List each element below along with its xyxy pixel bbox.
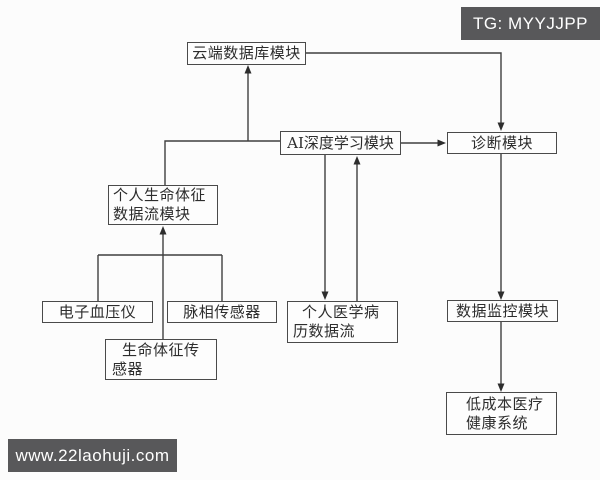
edge-stream-to-ai xyxy=(164,140,280,185)
arrowhead-into-stream xyxy=(159,226,167,235)
node-pulse-sensor: 脉相传感器 xyxy=(167,301,277,323)
node-label: 数据监控模块 xyxy=(455,301,549,320)
node-label: 个人医学病 历数据流 xyxy=(293,303,380,340)
telegram-watermark-text: TG: MYYJJPP xyxy=(472,13,589,33)
node-label: 生命体征传 感器 xyxy=(112,340,200,378)
node-label: AI深度学习模块 xyxy=(287,133,394,152)
arrowhead-into-diagnosis-left xyxy=(437,139,446,147)
node-bp-monitor: 电子血压仪 xyxy=(42,301,153,323)
node-label: 脉相传感器 xyxy=(183,302,261,321)
node-cloud-database: 云端数据库模块 xyxy=(187,42,306,65)
arrowhead-into-record xyxy=(321,291,329,300)
node-label: 电子血压仪 xyxy=(58,302,137,321)
edge-cloud-to-diagnosis xyxy=(306,52,502,124)
node-data-monitoring: 数据监控模块 xyxy=(447,300,558,322)
arrowhead-into-cloud xyxy=(244,65,252,74)
arrowhead-into-diagnosis-top xyxy=(497,122,505,131)
node-medical-record-stream: 个人医学病 历数据流 xyxy=(287,301,398,343)
website-watermark-text: www.22laohuji.com xyxy=(15,445,170,465)
website-watermark: www.22laohuji.com xyxy=(8,439,177,472)
arrowhead-into-lowcost xyxy=(497,383,505,392)
node-label: 个人生命体征 数据流模块 xyxy=(113,186,207,223)
arrowhead-into-monitoring xyxy=(497,291,505,300)
node-ai-deep-learning: AI深度学习模块 xyxy=(280,131,401,155)
node-vital-signs-sensor: 生命体征传 感器 xyxy=(105,339,217,380)
telegram-watermark: TG: MYYJJPP xyxy=(461,7,600,40)
node-diagnosis: 诊断模块 xyxy=(447,132,557,154)
node-label: 云端数据库模块 xyxy=(192,44,301,62)
node-vital-signs-stream: 个人生命体征 数据流模块 xyxy=(108,185,218,225)
node-label: 诊断模块 xyxy=(470,133,533,152)
node-low-cost-system: 低成本医疗 健康系统 xyxy=(446,392,557,435)
node-label: 低成本医疗 健康系统 xyxy=(466,394,544,432)
arrowhead-into-ai xyxy=(353,156,361,165)
